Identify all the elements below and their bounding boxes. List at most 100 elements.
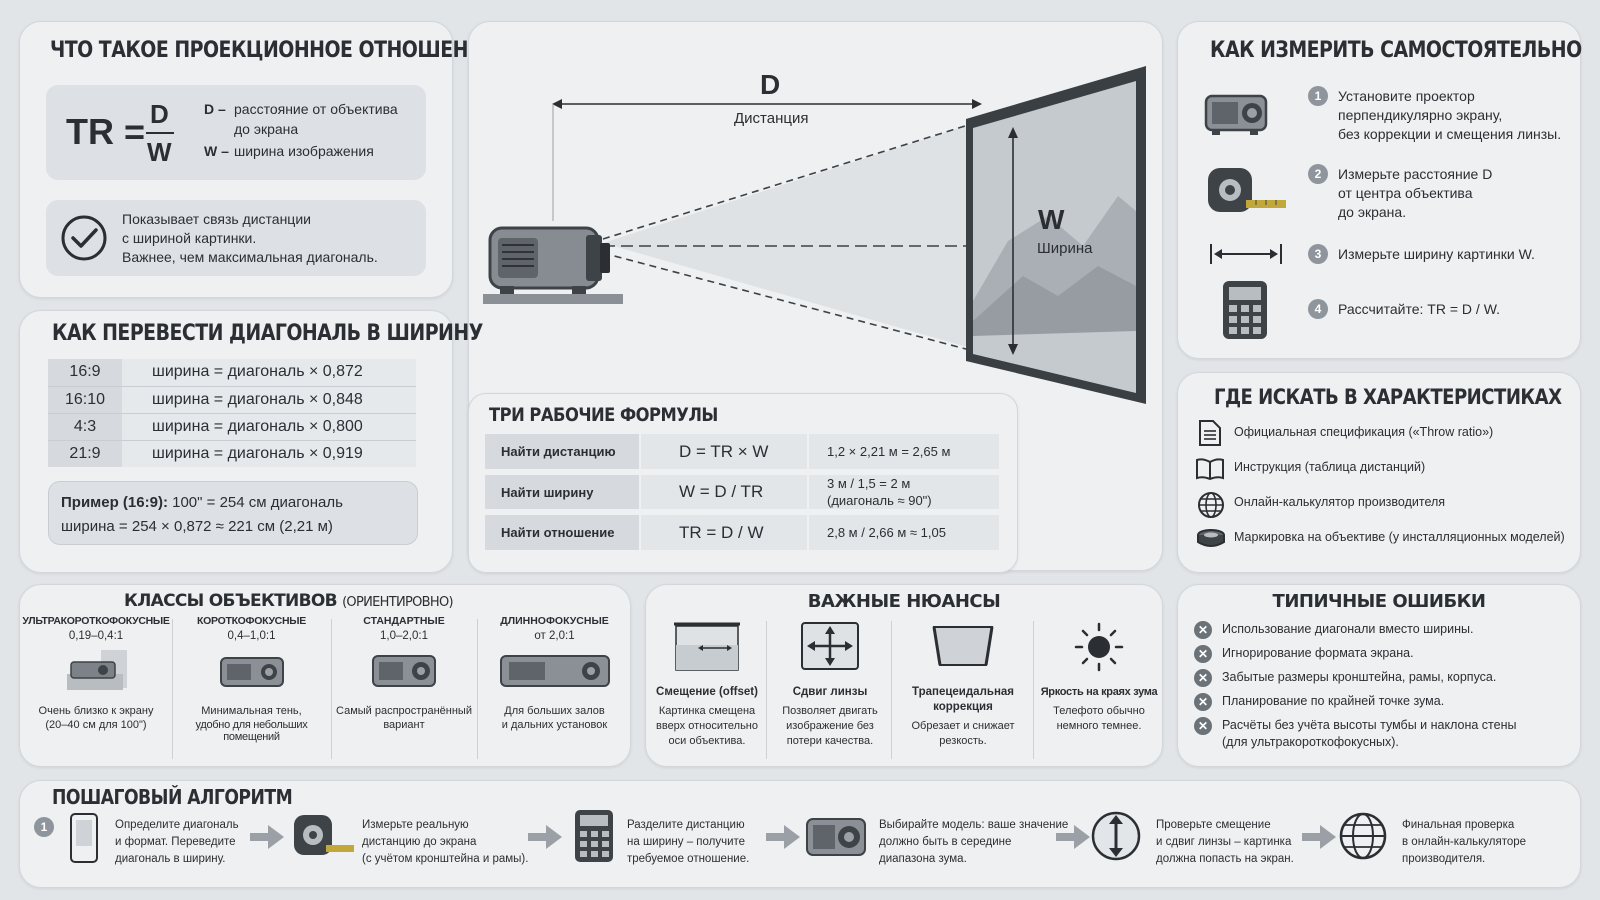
formula-expression: TR = D / W [639, 512, 808, 550]
tr-note-line1: Показывает связь дистанции [122, 211, 311, 227]
projector-icon [488, 226, 610, 294]
projector-shelf [483, 294, 623, 304]
formula-cell: ширина = диагональ × 0,848 [122, 386, 416, 413]
lens-class-range: 0,4–1,0:1 [227, 630, 276, 642]
formula-cell: ширина = диагональ × 0,800 [122, 413, 416, 440]
nuance-desc: Картинка смещена [658, 705, 756, 717]
lens-class-desc: Минимальная тень, [201, 705, 302, 717]
standard-projector-icon [372, 655, 436, 687]
error-x-icon: ✕ [1194, 669, 1212, 687]
lens-class-range: 0,19–0,4:1 [68, 630, 124, 642]
projector-icon [1204, 94, 1268, 135]
where-item: Официальная спецификация («Throw ratio») [1234, 425, 1494, 439]
lens-class-name: УЛЬТРАКОРОТКОФОКУСНЫЕ [22, 615, 170, 627]
distance-label: D [760, 69, 781, 100]
nuance-card: Смещение (offset) Картинка смещена вверх… [646, 621, 768, 747]
algorithm-step-text: на ширину – получите [627, 836, 746, 848]
long-throw-projector-icon [499, 655, 610, 687]
lens-class-desc: (20–40 см для 100") [45, 719, 147, 731]
width-arrow-icon [1210, 244, 1282, 264]
algorithm-step-text: Измерьте реальную [362, 819, 469, 831]
algorithm-start-number: 1 [34, 817, 54, 837]
algorithm-step-text: Финальная проверка [1402, 819, 1515, 831]
lens-shift-icon [801, 622, 859, 670]
ratio-cell: 21:9 [48, 440, 122, 467]
keystone-icon [932, 626, 994, 666]
formula-lhs: TR = [66, 111, 146, 152]
measure-step-text: Установите проектор [1338, 88, 1475, 104]
lens-class-range: от 2,0:1 [534, 630, 575, 642]
nuance-name: Трапецеидальная [911, 686, 1014, 698]
tr-definition-panel: ЧТО ТАКОЕ ПРОЕКЦИОННОЕ ОТНОШЕНИЕ TR = D … [19, 21, 496, 298]
lens-classes-panel: КЛАССЫ ОБЪЕКТИВОВ (ОРИЕНТИРОВНО) УЛЬТРАК… [19, 584, 631, 767]
divider [477, 619, 478, 759]
lens-class-name: ДЛИННОФОКУСНЫЕ [500, 615, 609, 627]
ratio-cell: 16:9 [48, 359, 122, 386]
w-definition-text: ширина изображения [234, 143, 374, 159]
formula-numerator: D [150, 99, 169, 129]
formula-name: Найти дистанцию [485, 434, 640, 472]
measure-step-text: Измерьте ширину картинки W. [1338, 246, 1535, 262]
measure-step-text: от центра объектива [1338, 185, 1473, 201]
measure-step-number: 3 [1308, 244, 1328, 264]
nuance-name: коррекция [933, 701, 993, 713]
calculator-icon [575, 810, 613, 862]
arrow-right-icon [250, 825, 284, 849]
d-definition-key: D – [204, 101, 226, 117]
formula-box: TR = D W D – расстояние от объектива до … [46, 85, 426, 180]
table-row: 16:10 ширина = диагональ × 0,848 [48, 386, 416, 413]
width-arrow-head-top [1008, 127, 1018, 138]
where-item: Маркировка на объективе (у инсталляционн… [1234, 530, 1565, 544]
example-box: Пример (16:9): 100" = 254 см диагональ ш… [48, 481, 418, 545]
tr-definition-title: ЧТО ТАКОЕ ПРОЕКЦИОННОЕ ОТНОШЕНИЕ [50, 38, 496, 63]
distance-arrow-head-left [552, 99, 562, 109]
where-panel: ГДЕ ИСКАТЬ В ХАРАКТЕРИСТИКАХ Официальная… [1177, 372, 1581, 573]
tr-note-line2: с шириной картинки. [122, 230, 257, 246]
measure-step-text: без коррекции и смещения линзы. [1338, 126, 1562, 142]
measure-step-number: 4 [1308, 299, 1328, 319]
formula-example: 3 м / 1,5 = 2 м(диагональ ≈ 90") [807, 472, 999, 512]
error-item: Планирование по крайней точке зума. [1222, 694, 1445, 708]
d-definition-text2: до экрана [234, 121, 299, 137]
beam-lower-edge [602, 252, 982, 354]
tr-note-box: Показывает связь дистанции с шириной кар… [46, 200, 426, 276]
tape-measure-icon [1208, 168, 1286, 212]
ratio-cell: 4:3 [48, 413, 122, 440]
formulas-title: ТРИ РАБОЧИЕ ФОРМУЛЫ [489, 404, 718, 426]
formula-expression: D = TR × W [639, 434, 808, 472]
algorithm-step-text: диапазона зума. [879, 853, 967, 865]
error-item: Расчёты без учёта высоты тумбы и наклона… [1222, 718, 1517, 732]
sun-brightness-icon [1074, 622, 1124, 672]
nuance-desc: Телефото обычно [1053, 705, 1145, 717]
formula-expression: W = D / TR [639, 472, 808, 512]
fraction-line [146, 132, 174, 134]
algorithm-step-text: Определите диагональ [115, 819, 239, 831]
table-row: Найти отношение TR = D / W 2,8 м / 2,66 … [485, 512, 999, 550]
arrow-right-icon [1302, 825, 1336, 849]
divider [891, 621, 892, 759]
nuance-name: Смещение (offset) [656, 686, 758, 698]
measure-step-text: Измерьте расстояние D [1338, 166, 1493, 182]
lens-class-desc: Очень близко к экрану [38, 705, 154, 717]
table-row: 4:3 ширина = диагональ × 0,800 [48, 413, 416, 440]
nuances-panel: ВАЖНЫЕ НЮАНСЫ Смещение (offset) Картинка… [645, 584, 1163, 767]
formulas-table: Найти дистанцию D = TR × W 1,2 × 2,21 м … [485, 434, 999, 550]
formula-example-line: 1,2 × 2,21 м = 2,65 м [827, 444, 951, 459]
nuance-desc: потери качества. [786, 735, 874, 747]
projection-beam [603, 121, 981, 351]
globe-icon [1198, 492, 1224, 518]
algorithm-step-text: (с учётом кронштейна и рамы). [362, 853, 529, 865]
arrow-right-icon [528, 825, 562, 849]
formula-example: 1,2 × 2,21 м = 2,65 м [807, 434, 999, 472]
nuance-name: Яркость на краях зума [1040, 686, 1158, 698]
algorithm-step-text: Разделите дистанцию [627, 819, 745, 831]
error-item-cont: (для ультракороткофокусных). [1222, 735, 1399, 749]
divider [331, 619, 332, 759]
nuance-desc: Позволяет двигать [782, 705, 878, 717]
tr-note-line3: Важнее, чем максимальная диагональ. [122, 249, 378, 265]
beam-upper-edge [602, 120, 982, 240]
ratio-table: 16:9 ширина = диагональ × 0,872 16:10 ши… [48, 359, 416, 467]
example-text: 100" = 254 см диагональ [167, 494, 343, 511]
formula-cell: ширина = диагональ × 0,919 [122, 440, 416, 467]
nuance-desc: немного темнее. [1056, 720, 1142, 732]
